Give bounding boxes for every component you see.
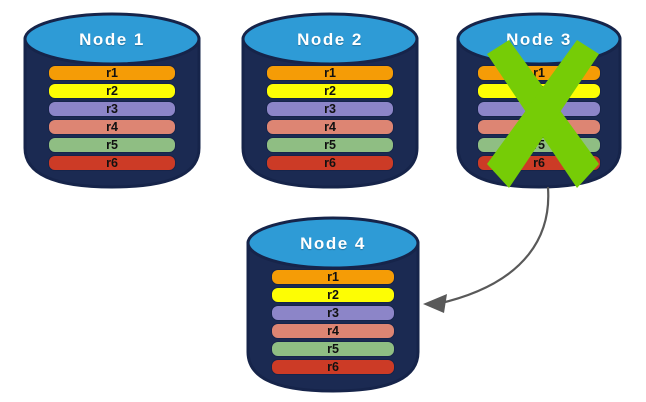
node-2-row-r1[interactable]: r1: [266, 65, 394, 81]
node-2-row-r2[interactable]: r2: [266, 83, 394, 99]
node-1-row-r4[interactable]: r4: [48, 119, 176, 135]
row-label: r2: [324, 83, 336, 98]
node-3-row-r1[interactable]: r1: [477, 65, 601, 81]
row-label: r5: [327, 341, 339, 356]
node-4-rows: r1 r2 r3 r4 r5 r6: [245, 269, 421, 375]
row-label: r4: [533, 119, 545, 134]
node-3-row-r6[interactable]: r6: [477, 155, 601, 171]
node-4-row-r4[interactable]: r4: [271, 323, 395, 339]
row-label: r3: [106, 101, 118, 116]
row-label: r1: [327, 269, 339, 284]
node-2-rows: r1 r2 r3 r4 r5 r6: [240, 65, 420, 171]
node-1[interactable]: Node 1 r1 r2 r3 r4 r5 r6: [22, 8, 202, 190]
row-label: r6: [324, 155, 336, 170]
node-4-row-r2[interactable]: r2: [271, 287, 395, 303]
row-label: r6: [327, 359, 339, 374]
row-label: r1: [324, 65, 336, 80]
row-label: r6: [106, 155, 118, 170]
node-3-row-r2[interactable]: r2: [477, 83, 601, 99]
row-label: r4: [324, 119, 336, 134]
node-3-row-r4[interactable]: r4: [477, 119, 601, 135]
row-label: r1: [106, 65, 118, 80]
node-2-row-r6[interactable]: r6: [266, 155, 394, 171]
node-4-row-r6[interactable]: r6: [271, 359, 395, 375]
row-label: r5: [106, 137, 118, 152]
row-label: r1: [533, 65, 545, 80]
node-4-row-r3[interactable]: r3: [271, 305, 395, 321]
node-1-row-r3[interactable]: r3: [48, 101, 176, 117]
row-label: r2: [533, 83, 545, 98]
node-4-row-r1[interactable]: r1: [271, 269, 395, 285]
row-label: r3: [533, 101, 545, 116]
node-2-row-r5[interactable]: r5: [266, 137, 394, 153]
row-label: r5: [533, 137, 545, 152]
node-3-row-r5[interactable]: r5: [477, 137, 601, 153]
node-2[interactable]: Node 2 r1 r2 r3 r4 r5 r6: [240, 8, 420, 190]
row-label: r6: [533, 155, 545, 170]
row-label: r3: [327, 305, 339, 320]
node-1-rows: r1 r2 r3 r4 r5 r6: [22, 65, 202, 171]
node-4-row-r5[interactable]: r5: [271, 341, 395, 357]
row-label: r2: [106, 83, 118, 98]
node-2-row-r4[interactable]: r4: [266, 119, 394, 135]
node-1-row-r5[interactable]: r5: [48, 137, 176, 153]
node-1-row-r1[interactable]: r1: [48, 65, 176, 81]
node-2-row-r3[interactable]: r3: [266, 101, 394, 117]
node-3-row-r3[interactable]: r3: [477, 101, 601, 117]
node-1-row-r2[interactable]: r2: [48, 83, 176, 99]
row-label: r4: [327, 323, 339, 338]
node-4[interactable]: Node 4 r1 r2 r3 r4 r5 r6: [245, 212, 421, 394]
row-label: r5: [324, 137, 336, 152]
node-3[interactable]: Node 3 r1 r2 r3 r4 r5 r6: [455, 8, 623, 190]
row-label: r3: [324, 101, 336, 116]
node-1-row-r6[interactable]: r6: [48, 155, 176, 171]
row-label: r2: [327, 287, 339, 302]
node-3-rows: r1 r2 r3 r4 r5 r6: [455, 65, 623, 171]
row-label: r4: [106, 119, 118, 134]
